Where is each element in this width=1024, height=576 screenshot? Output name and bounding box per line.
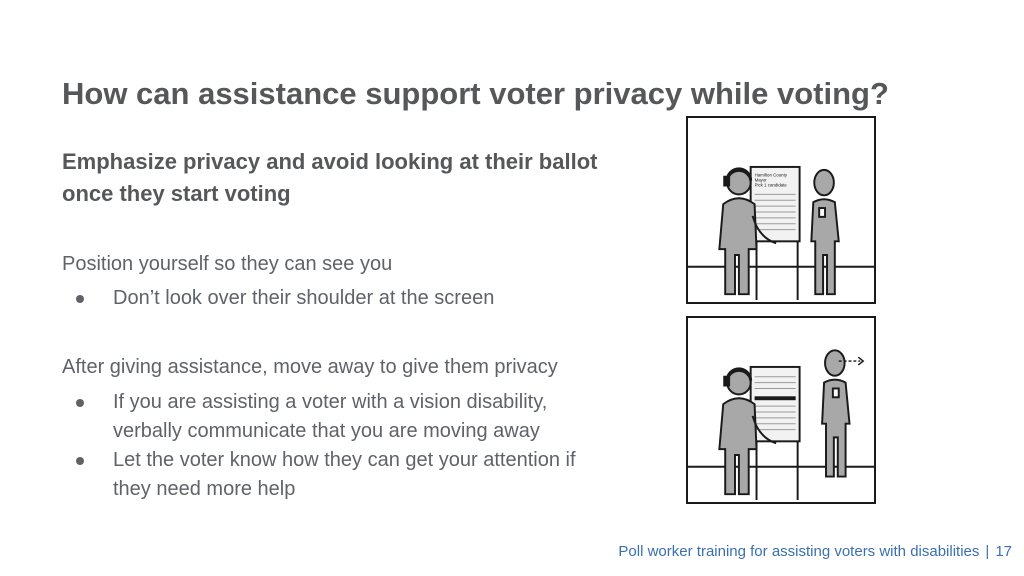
slide-subtitle: Emphasize privacy and avoid looking at t… (62, 149, 598, 206)
slide-title: How can assistance support voter privacy… (62, 76, 889, 111)
slide-footer: Poll worker training for assisting voter… (618, 543, 1012, 560)
list-item: Let the voter know how they can get your… (70, 446, 610, 504)
voter-figure-icon (718, 367, 777, 496)
illustration-svg (688, 349, 874, 501)
poll-worker-figure-icon (810, 168, 840, 296)
list-item: If you are assisting a voter with a visi… (70, 388, 610, 446)
bullet-text: If you are assisting a voter with a visi… (113, 391, 548, 442)
bullet-icon (76, 295, 84, 303)
poll-worker-figure-icon (821, 349, 851, 478)
voting-booth-icon (749, 365, 801, 501)
illustration-helper-moving-away (686, 316, 876, 504)
section-heading-position: Position yourself so they can see you (62, 253, 393, 275)
bullet-text: Let the voter know how they can get your… (113, 449, 576, 500)
dashed-arrow-icon (838, 356, 865, 366)
bullet-text: Don’t look over their shoulder at the sc… (113, 287, 495, 309)
section-heading-move-away: After giving assistance, move away to gi… (62, 356, 558, 378)
voting-booth-icon: Hamilton County Mayor Pick 1 candidate (749, 165, 801, 301)
page-number: 17 (995, 543, 1012, 560)
footer-separator: | (985, 543, 990, 560)
list-item: Don’t look over their shoulder at the sc… (70, 284, 610, 313)
bullet-list-position: Don’t look over their shoulder at the sc… (70, 284, 610, 313)
illustration-svg: Hamilton County Mayor Pick 1 candidate (688, 165, 874, 301)
bullet-icon (76, 457, 84, 465)
illustration-helper-beside-voter: Hamilton County Mayor Pick 1 candidate (686, 116, 876, 304)
bullet-icon (76, 399, 84, 407)
screen-text: Hamilton County (755, 173, 788, 178)
voter-figure-icon (718, 167, 777, 296)
bullet-list-move-away: If you are assisting a voter with a visi… (70, 388, 610, 504)
screen-text: Pick 1 candidate (755, 183, 788, 188)
footer-text: Poll worker training for assisting voter… (618, 543, 980, 560)
screen-text: Mayor (755, 178, 768, 183)
